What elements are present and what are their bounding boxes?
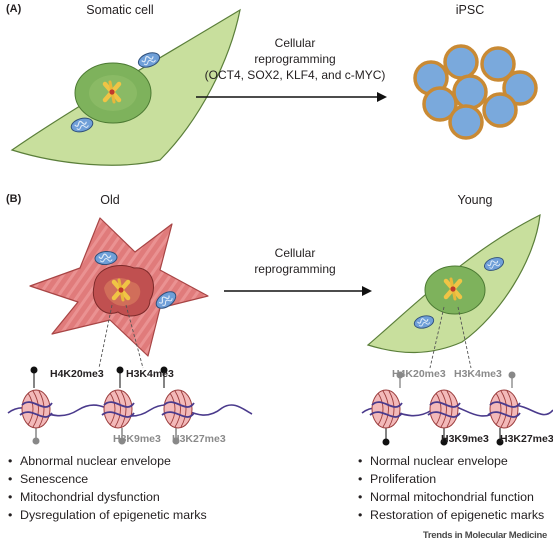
young-mark-h4k20me3: H4K20me3 [392, 368, 446, 380]
old-chromatin [7, 366, 253, 445]
list-item: Normal nuclear envelope [358, 452, 544, 470]
old-label: Old [100, 193, 120, 207]
panel-a-tag: (A) [6, 3, 22, 15]
arrow-a-line-3: (OCT4, SOX2, KLF4, and c-MYC) [204, 68, 386, 82]
list-item: Senescence [8, 470, 207, 488]
young-mark-h3k4me3: H3K4me3 [454, 368, 502, 380]
old-features-list: Abnormal nuclear envelope Senescence Mit… [8, 452, 207, 524]
young-mark-h3k9me3: H3K9me3 [441, 433, 489, 445]
young-label: Young [457, 193, 493, 207]
list-item: Normal mitochondrial function [358, 488, 544, 506]
arrow-a-line-2: reprogramming [254, 52, 336, 66]
list-item: Mitochondrial dysfunction [8, 488, 207, 506]
young-mark-h3k27me3: H3K27me3 [500, 433, 553, 445]
young-cell-illustration [366, 213, 541, 369]
list-item: Abnormal nuclear envelope [8, 452, 207, 470]
old-mark-h3k27me3: H3K27me3 [172, 433, 226, 445]
panel-b-tag: (B) [6, 193, 22, 205]
old-mark-h3k4me3: H3K4me3 [126, 368, 174, 380]
arrow-b-caption: Cellular reprogramming [230, 245, 360, 277]
somatic-cell-label: Somatic cell [86, 3, 154, 17]
arrow-a-line-1: Cellular [274, 36, 316, 50]
journal-credit: Trends in Molecular Medicine [422, 530, 547, 541]
old-cell-illustration [29, 217, 209, 369]
young-features-list: Normal nuclear envelope Proliferation No… [358, 452, 544, 524]
old-mark-h3k9me3: H3K9me3 [113, 433, 161, 445]
ipsc-label: iPSC [455, 3, 485, 17]
arrow-b-line-1: Cellular [274, 246, 316, 260]
somatic-cell-illustration [10, 8, 241, 166]
list-item: Proliferation [358, 470, 544, 488]
arrow-a-caption: Cellular reprogramming (OCT4, SOX2, KLF4… [190, 35, 400, 83]
list-item: Dysregulation of epigenetic marks [8, 506, 207, 524]
arrow-b-line-2: reprogramming [254, 262, 336, 276]
list-item: Restoration of epigenetic marks [358, 506, 544, 524]
ipsc-cluster [413, 44, 538, 140]
old-mark-h4k20me3: H4K20me3 [50, 368, 104, 380]
young-chromatin [361, 371, 553, 446]
